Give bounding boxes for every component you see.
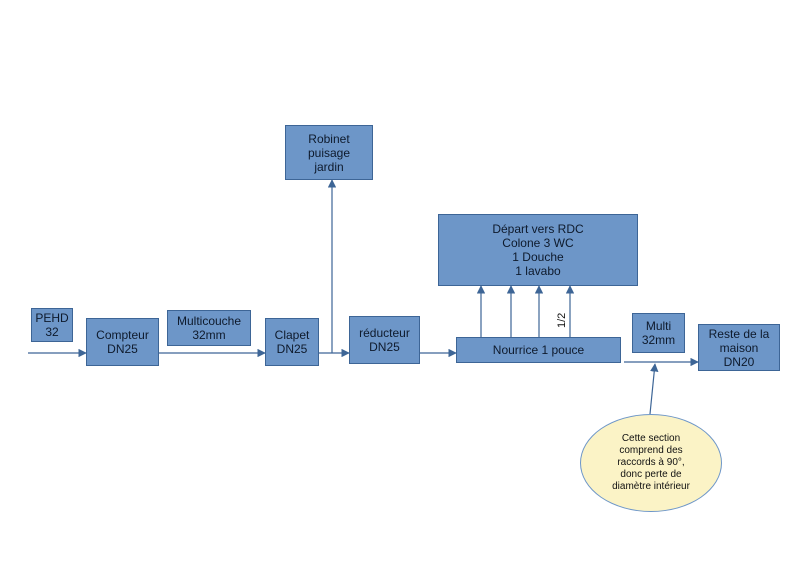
multicouche-label-box: Multicouche 32mm xyxy=(167,310,251,346)
note-bubble: Cette section comprend des raccords à 90… xyxy=(580,414,722,512)
compteur-box: Compteur DN25 xyxy=(86,318,159,366)
reste-maison-box: Reste de la maison DN20 xyxy=(698,324,780,371)
clapet-box: Clapet DN25 xyxy=(265,318,319,366)
multi-label-box: Multi 32mm xyxy=(632,313,685,353)
depart-rdc-box: Départ vers RDC Colone 3 WC 1 Douche 1 l… xyxy=(438,214,638,286)
reducteur-box: réducteur DN25 xyxy=(349,316,420,364)
half-inch-label: 1/2 xyxy=(556,312,568,328)
robinet-puisage-box: Robinet puisage jardin xyxy=(285,125,373,180)
nourrice-box: Nourrice 1 pouce xyxy=(456,337,621,363)
arrow-note-to-section xyxy=(649,363,659,415)
pehd-label-box: PEHD 32 xyxy=(31,308,73,342)
